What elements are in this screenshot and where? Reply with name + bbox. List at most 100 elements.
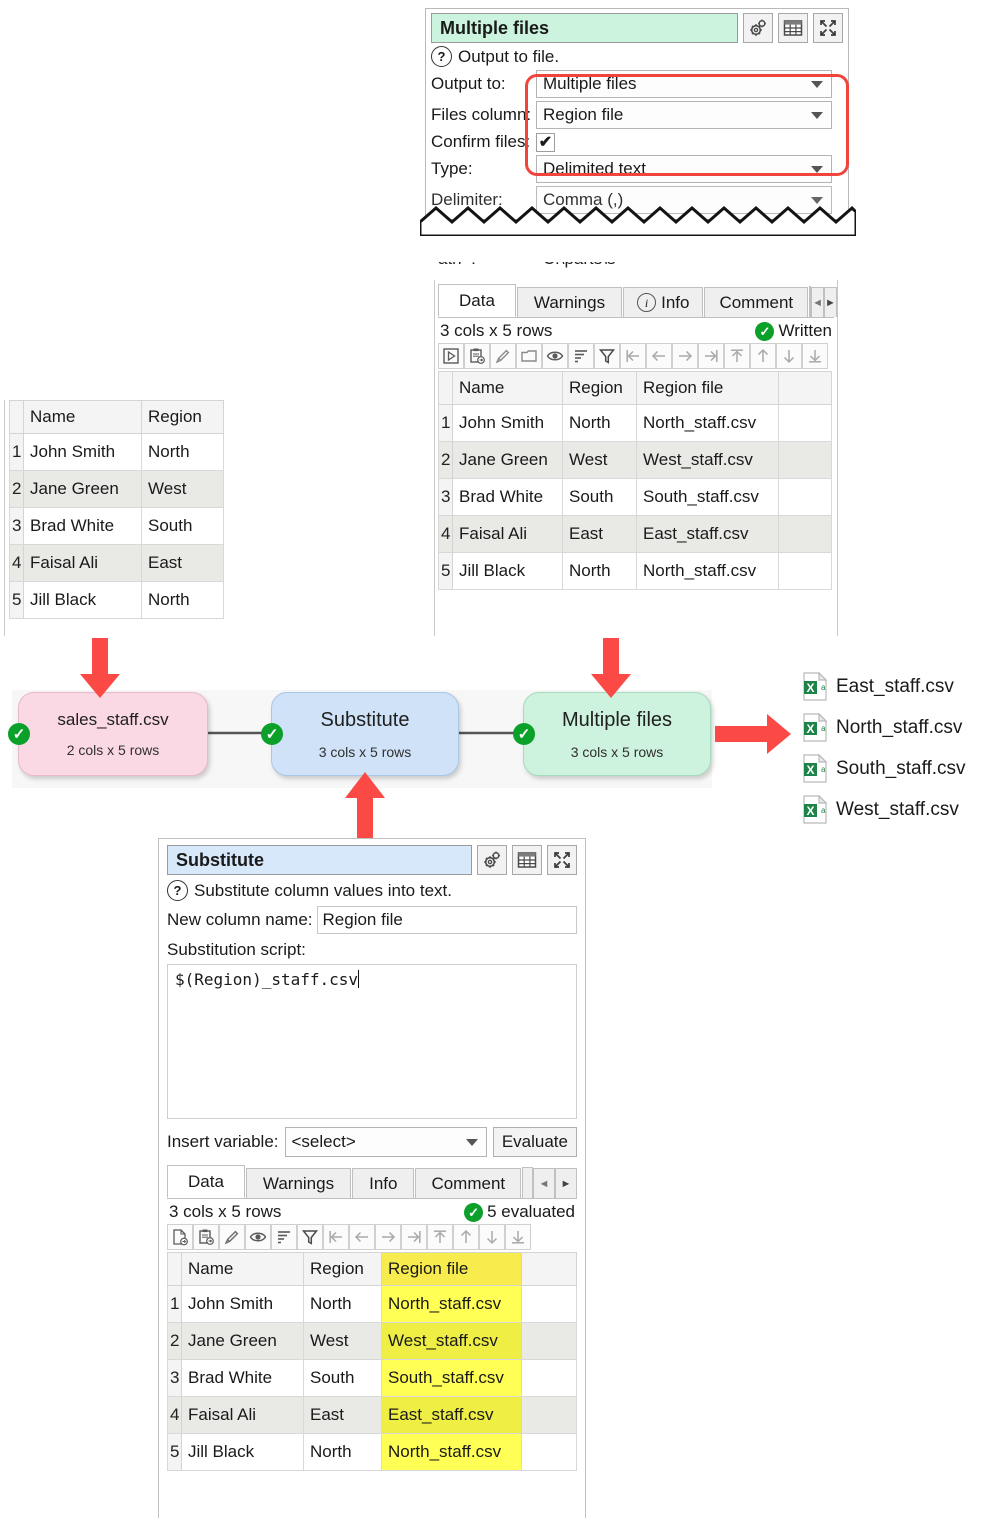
table-row[interactable]: 1 John Smith North North_staff.csv — [438, 404, 832, 442]
first-row-icon[interactable] — [724, 343, 750, 369]
cell-name[interactable]: Faisal Ali — [452, 515, 563, 553]
table-row[interactable]: 4 Faisal Ali East East_staff.csv — [438, 515, 832, 553]
cell-region[interactable]: North — [141, 581, 224, 619]
cell-region-file[interactable]: North_staff.csv — [636, 552, 779, 590]
tabs-scroll-right[interactable]: ► — [555, 1168, 577, 1198]
folder-icon[interactable] — [516, 343, 542, 369]
cell-region-file[interactable]: East_staff.csv — [381, 1396, 522, 1434]
cell-region-file[interactable]: South_staff.csv — [381, 1359, 522, 1397]
last-row-icon[interactable] — [802, 343, 828, 369]
cell-name[interactable]: Faisal Ali — [181, 1396, 304, 1434]
col-header-region[interactable]: Region — [141, 400, 224, 434]
cell-name[interactable]: John Smith — [23, 433, 142, 471]
tab-data[interactable]: Data — [167, 1165, 245, 1198]
next-row-icon[interactable] — [479, 1224, 505, 1250]
cell-name[interactable]: Jane Green — [181, 1322, 304, 1360]
evaluate-button[interactable]: Evaluate — [492, 1127, 577, 1157]
col-header-region-file[interactable]: Region file — [636, 371, 779, 405]
cell-region[interactable]: South — [141, 507, 224, 545]
cell-region[interactable]: North — [303, 1285, 382, 1323]
table-icon[interactable] — [778, 13, 808, 43]
cell-name[interactable]: Brad White — [181, 1359, 304, 1397]
cell-name[interactable]: Brad White — [23, 507, 142, 545]
table-row[interactable]: 5 Jill Black North North_staff.csv — [438, 552, 832, 590]
cell-region[interactable]: North — [303, 1433, 382, 1471]
cell-region-file[interactable]: North_staff.csv — [636, 404, 779, 442]
edit-icon[interactable] — [490, 343, 516, 369]
prev-col-icon[interactable] — [349, 1224, 375, 1250]
filter-icon[interactable] — [594, 343, 620, 369]
prev-col-icon[interactable] — [646, 343, 672, 369]
tabs-scroll-left[interactable]: ◄ — [533, 1168, 555, 1198]
help-icon[interactable]: ? — [431, 46, 452, 67]
flow-node-multiple-files[interactable]: ✓ Multiple files 3 cols x 5 rows — [513, 692, 711, 776]
col-header-name[interactable]: Name — [181, 1252, 304, 1286]
gears-icon[interactable] — [477, 845, 507, 875]
prev-row-icon[interactable] — [750, 343, 776, 369]
prev-row-icon[interactable] — [453, 1224, 479, 1250]
cell-region-file[interactable]: North_staff.csv — [381, 1433, 522, 1471]
last-row-icon[interactable] — [505, 1224, 531, 1250]
cell-name[interactable]: Faisal Ali — [23, 544, 142, 582]
list-item[interactable]: X a East_staff.csv — [803, 671, 999, 701]
eye-icon[interactable] — [542, 343, 568, 369]
table-icon[interactable] — [512, 845, 542, 875]
cell-region-file[interactable]: South_staff.csv — [636, 478, 779, 516]
last-col-icon[interactable] — [401, 1224, 427, 1250]
cell-name[interactable]: Jane Green — [23, 470, 142, 508]
cell-region[interactable]: South — [303, 1359, 382, 1397]
output-data-grid[interactable]: Name Region Region file 1 John Smith Nor… — [438, 371, 832, 590]
cell-name[interactable]: Brad White — [452, 478, 563, 516]
cell-region[interactable]: West — [141, 470, 224, 508]
cell-name[interactable]: Jill Black — [23, 581, 142, 619]
tab-comment[interactable]: Comment — [415, 1168, 522, 1198]
files-column-combo[interactable]: Region file — [536, 101, 832, 129]
tabs-scroll-right[interactable]: ► — [824, 287, 837, 317]
table-row[interactable]: 1 John Smith North — [9, 433, 224, 471]
tab-warnings[interactable]: Warnings — [516, 287, 623, 317]
cell-region[interactable]: West — [562, 441, 637, 479]
edit-icon[interactable] — [219, 1224, 245, 1250]
cell-region[interactable]: East — [141, 544, 224, 582]
insert-variable-combo[interactable]: <select> — [284, 1127, 487, 1157]
table-row[interactable]: 3 Brad White South South_staff.csv — [167, 1359, 577, 1397]
col-header-name[interactable]: Name — [23, 400, 142, 434]
sort-icon[interactable] — [271, 1224, 297, 1250]
substitute-data-grid[interactable]: Name Region Region file 1 John Smith Nor… — [167, 1252, 577, 1471]
input-data-grid[interactable]: Name Region 1 John Smith North 2 Jane Gr… — [9, 400, 224, 619]
cell-region[interactable]: East — [303, 1396, 382, 1434]
cell-name[interactable]: Jane Green — [452, 441, 563, 479]
substitution-script-editor[interactable]: $(Region)_staff.csv — [167, 964, 577, 1119]
cell-name[interactable]: Jill Black — [181, 1433, 304, 1471]
tab-comment[interactable]: Comment — [704, 287, 809, 317]
list-item[interactable]: X a West_staff.csv — [803, 794, 999, 824]
flow-node-sales-staff[interactable]: ✓ sales_staff.csv 2 cols x 5 rows — [8, 692, 208, 776]
new-column-name-input[interactable]: Region file — [316, 906, 577, 934]
table-row[interactable]: 2 Jane Green West — [9, 470, 224, 508]
run-icon[interactable] — [438, 343, 464, 369]
first-col-icon[interactable] — [323, 1224, 349, 1250]
first-row-icon[interactable] — [427, 1224, 453, 1250]
col-header-region[interactable]: Region — [562, 371, 637, 405]
cell-region[interactable]: North — [562, 552, 637, 590]
gears-icon[interactable] — [743, 13, 773, 43]
tab-info[interactable]: i Info — [623, 287, 704, 317]
next-col-icon[interactable] — [375, 1224, 401, 1250]
eye-icon[interactable] — [245, 1224, 271, 1250]
tabs-scroll-left[interactable]: ◄ — [811, 287, 825, 317]
table-row[interactable]: 3 Brad White South — [9, 507, 224, 545]
sort-icon[interactable] — [568, 343, 594, 369]
cell-region-file[interactable]: West_staff.csv — [636, 441, 779, 479]
table-row[interactable]: 4 Faisal Ali East — [9, 544, 224, 582]
next-col-icon[interactable] — [672, 343, 698, 369]
last-col-icon[interactable] — [698, 343, 724, 369]
cell-name[interactable]: John Smith — [452, 404, 563, 442]
col-header-region[interactable]: Region — [303, 1252, 382, 1286]
cell-region-file[interactable]: East_staff.csv — [636, 515, 779, 553]
first-col-icon[interactable] — [620, 343, 646, 369]
list-item[interactable]: X a South_staff.csv — [803, 753, 999, 783]
table-row[interactable]: 5 Jill Black North — [9, 581, 224, 619]
table-row[interactable]: 5 Jill Black North North_staff.csv — [167, 1433, 577, 1471]
cell-name[interactable]: Jill Black — [452, 552, 563, 590]
cell-region[interactable]: North — [141, 433, 224, 471]
